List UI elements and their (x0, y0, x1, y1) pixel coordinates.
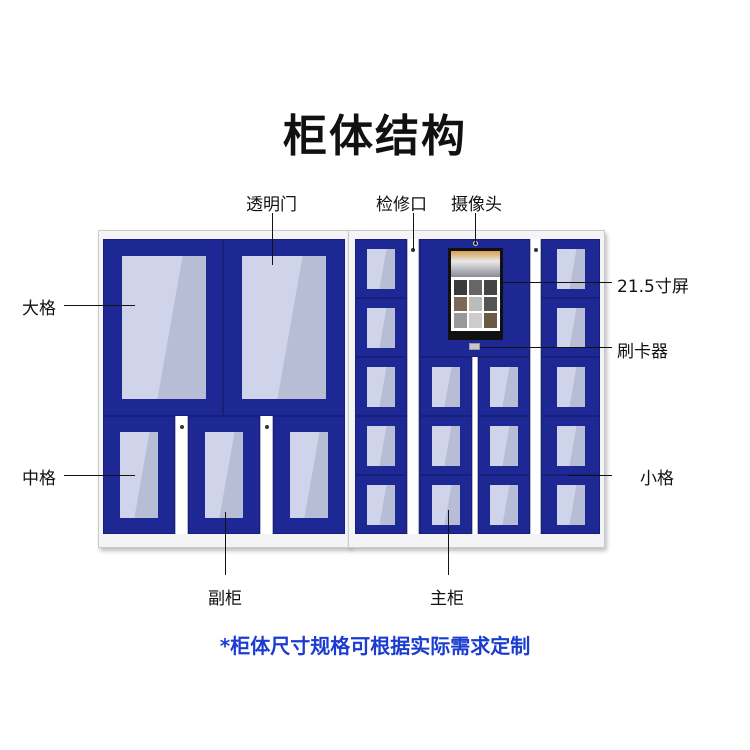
maintenance-strip (407, 239, 419, 534)
leader-line (413, 213, 414, 250)
label-small-cell: 小格 (640, 469, 674, 489)
leader-line (500, 282, 612, 283)
small-cell-window (367, 308, 395, 348)
label-card-reader: 刷卡器 (617, 342, 668, 362)
small-cell-window (432, 426, 460, 466)
maintenance-strip (530, 239, 541, 534)
leader-line (272, 213, 273, 265)
large-cell-window (122, 256, 206, 399)
medium-cell-window (290, 432, 328, 518)
divider-strip (472, 357, 478, 534)
leader-line (448, 510, 449, 575)
label-maintenance-port: 检修口 (376, 195, 427, 215)
leader-line (480, 347, 612, 348)
small-cell-window (557, 308, 585, 348)
lock-icon (411, 248, 415, 252)
label-main-cabinet: 主柜 (430, 589, 464, 609)
small-cell-window (490, 485, 518, 525)
large-cell-window (242, 256, 326, 399)
lock-icon (180, 425, 184, 429)
small-cell-window (490, 426, 518, 466)
lock-icon (265, 425, 269, 429)
small-cell-window (557, 485, 585, 525)
label-camera: 摄像头 (451, 195, 502, 215)
small-cell-window (367, 249, 395, 289)
small-cell-window (432, 485, 460, 525)
small-cell-window (557, 249, 585, 289)
leader-line (225, 512, 226, 575)
label-transparent-door: 透明门 (246, 195, 297, 215)
leader-line (64, 305, 135, 306)
screen-content (451, 277, 500, 331)
page-title: 柜体结构 (283, 111, 467, 162)
small-cell-window (557, 367, 585, 407)
label-screen: 21.5寸屏 (617, 277, 689, 297)
small-cell-window (367, 367, 395, 407)
leader-line (568, 475, 612, 476)
small-cell-window (490, 367, 518, 407)
leader-line (64, 475, 135, 476)
label-medium-cell: 中格 (22, 469, 56, 489)
screen-banner (451, 251, 500, 277)
small-cell-window (432, 367, 460, 407)
maintenance-strip (175, 416, 188, 534)
footer-note: *柜体尺寸规格可根据实际需求定制 (219, 634, 531, 658)
small-cell-window (367, 485, 395, 525)
label-large-cell: 大格 (22, 299, 56, 319)
small-cell-window (367, 426, 395, 466)
lock-icon (534, 248, 538, 252)
maintenance-strip (260, 416, 273, 534)
medium-cell-window (205, 432, 243, 518)
small-cell-window (557, 426, 585, 466)
card-reader[interactable] (469, 343, 480, 350)
leader-line (475, 213, 476, 242)
label-sub-cabinet: 副柜 (208, 589, 242, 609)
touch-screen[interactable] (448, 248, 503, 340)
